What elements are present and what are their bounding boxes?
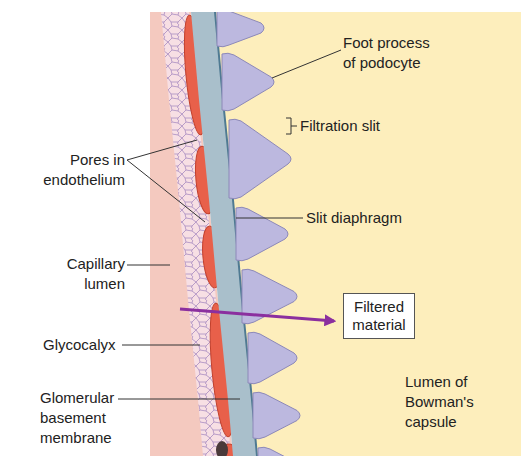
part-label: Lumen of Bowman's capsule bbox=[405, 372, 495, 432]
part-label: Filtration slit bbox=[300, 116, 440, 136]
part-label: Glycocalyx bbox=[43, 335, 123, 355]
cell-nucleus bbox=[216, 441, 228, 456]
part-label: Glomerular basement membrane bbox=[40, 388, 130, 448]
part-label: Slit diaphragm bbox=[306, 208, 446, 228]
box-text: Filtered material bbox=[344, 298, 414, 334]
part-label: Foot process of podocyte bbox=[343, 33, 443, 73]
bowman-lumen-region bbox=[215, 12, 521, 456]
part-label: Capillary lumen bbox=[45, 254, 125, 294]
podocyte-foot-processes bbox=[217, 12, 300, 456]
callout-box: Filtered material bbox=[343, 293, 415, 339]
part-label: Pores in endothelium bbox=[28, 150, 125, 190]
filtration-arrow bbox=[180, 309, 334, 321]
